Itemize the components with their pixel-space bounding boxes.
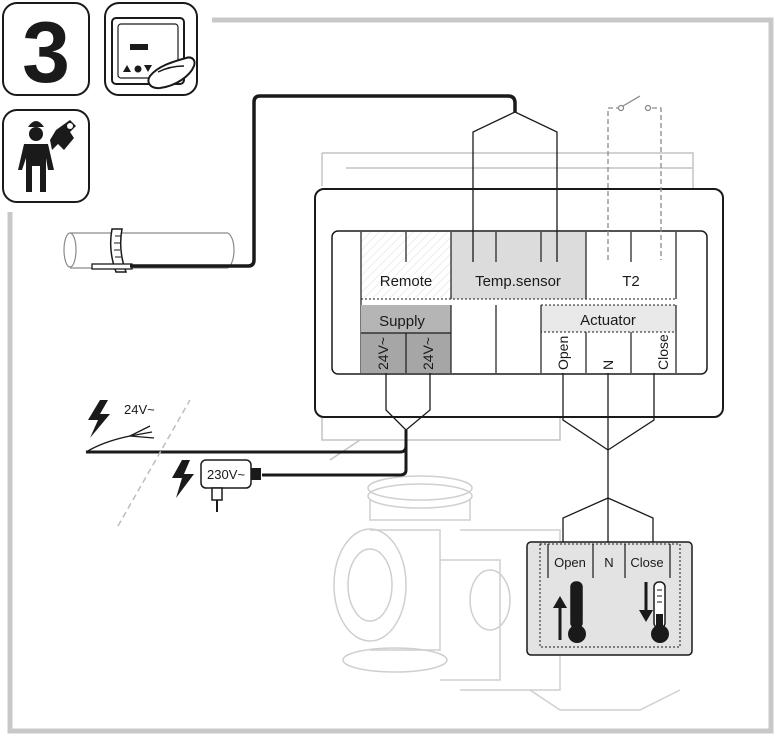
step-number: 3 bbox=[22, 5, 70, 101]
separator-dashed-line bbox=[117, 399, 191, 527]
supply-terminal-2-label: 24V~ bbox=[420, 337, 436, 370]
remote-label: Remote bbox=[380, 273, 433, 290]
display-hand-icon bbox=[104, 2, 198, 96]
actuator-panel-open-label: Open bbox=[554, 555, 586, 570]
lightning-icon-24v bbox=[88, 400, 110, 438]
sensor-cable bbox=[130, 94, 517, 268]
actuator-open-label: Open bbox=[555, 336, 571, 370]
actuator-wires-split bbox=[562, 497, 654, 548]
supply-wires bbox=[385, 373, 431, 431]
actuator-label: Actuator bbox=[580, 312, 636, 329]
t2-label: T2 bbox=[622, 273, 640, 290]
step-badge: 3 bbox=[2, 2, 90, 101]
supply-label: Supply bbox=[379, 313, 425, 330]
thermometer-down-icon bbox=[639, 581, 669, 643]
supply-cable-230v bbox=[262, 446, 408, 477]
t2-switch-wiring bbox=[607, 107, 662, 260]
pump-valve-drawing bbox=[333, 475, 681, 711]
actuator-close-label: Close bbox=[655, 334, 671, 370]
page-frame bbox=[7, 17, 774, 734]
thermometer-down-unit: °C bbox=[656, 631, 665, 640]
actuator-panel-close-label: Close bbox=[630, 555, 663, 570]
pipe-sensor-drawing bbox=[63, 228, 235, 273]
thermometer-up-unit: °C bbox=[573, 631, 582, 640]
actuator-n-label: N bbox=[600, 360, 616, 370]
installer-icon bbox=[2, 109, 90, 203]
mains-voltage-label: 230V~ bbox=[207, 467, 245, 482]
sensor-cable-split bbox=[472, 111, 558, 262]
power-adapter bbox=[200, 459, 261, 512]
lightning-icon-230v bbox=[172, 460, 194, 498]
actuator-wires-controller bbox=[562, 373, 655, 498]
housing-outline bbox=[321, 152, 694, 461]
low-voltage-label: 24V~ bbox=[124, 402, 155, 417]
actuator-panel bbox=[526, 541, 693, 656]
actuator-panel-n-label: N bbox=[604, 555, 613, 570]
t2-switch-icon bbox=[617, 95, 652, 112]
loose-wire-ends bbox=[85, 425, 155, 453]
supply-terminal-1-label: 24V~ bbox=[375, 337, 391, 370]
temp-sensor-label: Temp.sensor bbox=[475, 273, 561, 290]
thermometer-up-icon bbox=[553, 581, 586, 643]
